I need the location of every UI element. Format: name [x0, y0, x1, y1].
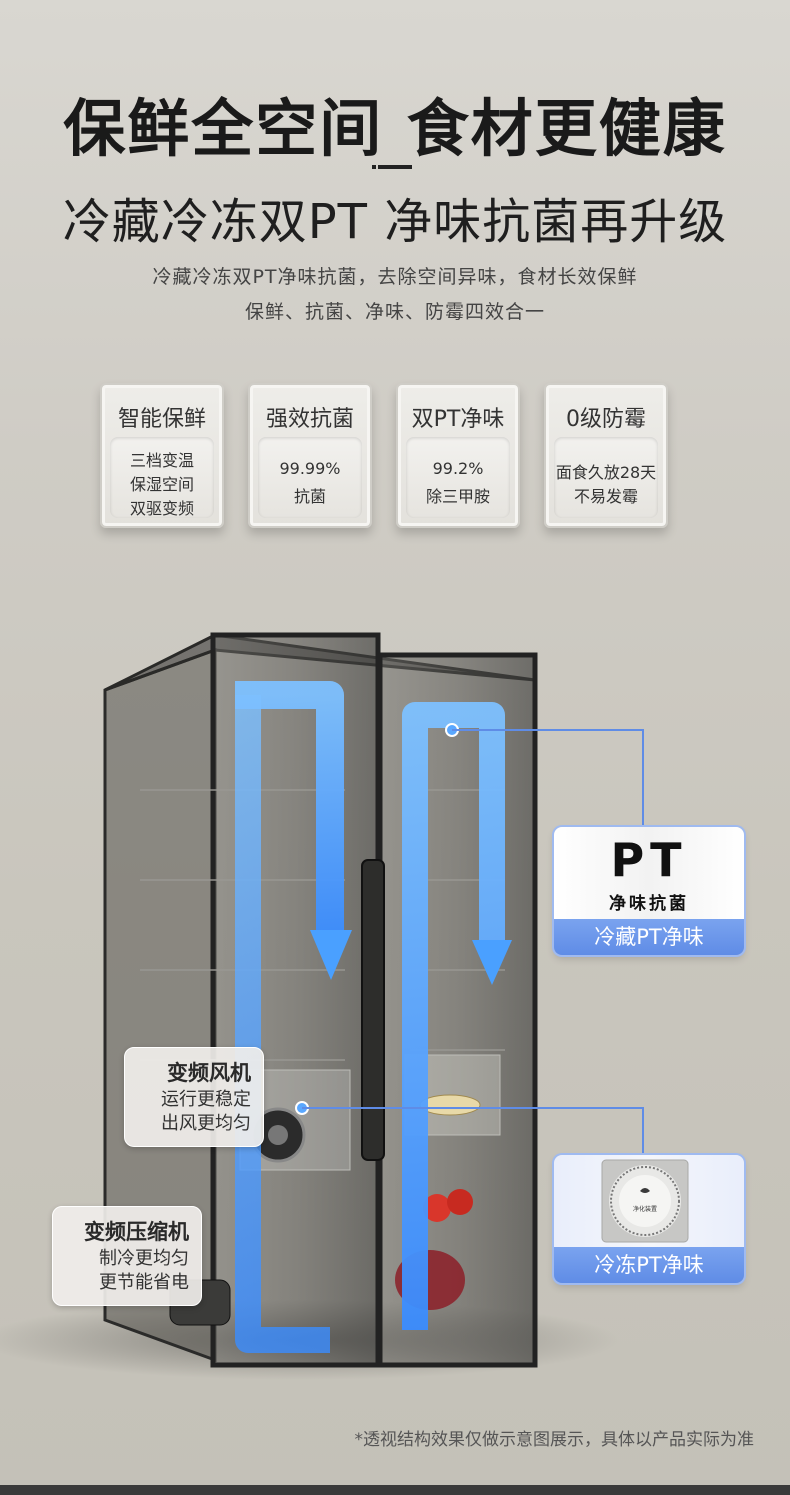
card-line: 三档变温 [129, 451, 194, 470]
feature-card-fresh: 智能保鲜 三档变温 保湿空间 双驱变频 [100, 383, 224, 528]
pt-sub: 净味抗菌 [609, 894, 689, 914]
pt-logo: PT [610, 833, 688, 887]
card-title: 强效抗菌 [265, 407, 354, 432]
purifier-icon: 净化装置 [601, 1159, 689, 1243]
purifier-badge-text: 净化装置 [633, 1205, 657, 1213]
footnote: *透视结构效果仅做示意图展示，具体以产品实际为准 [354, 1430, 755, 1450]
compressor-label: 变频压缩机 制冷更均匀 更节能省电 [52, 1206, 202, 1306]
card-title: 双PT净味 [411, 407, 505, 432]
card-title: 智能保鲜 [117, 407, 206, 432]
card-line: 除三甲胺 [425, 487, 490, 506]
airflow-arrow [310, 930, 352, 980]
pt-fridge-badge: PT 净味抗菌 冷藏PT净味 [554, 827, 744, 955]
feature-card-antibacterial: 强效抗菌 99.99% 抗菌 [248, 383, 372, 528]
pt-freezer-caption: 冷冻PT净味 [554, 1247, 744, 1283]
feature-cards: 智能保鲜 三档变温 保湿空间 双驱变频 强效抗菌 99.99% 抗菌 双PT净味… [100, 383, 670, 528]
feature-card-deodorize: 双PT净味 99.2% 除三甲胺 [396, 383, 520, 528]
compressor-label-line: 更节能省电 [99, 1272, 189, 1293]
pt-fridge-caption: 冷藏PT净味 [554, 919, 744, 955]
bottom-bar [0, 1485, 790, 1495]
card-line: 双驱变频 [129, 499, 194, 518]
card-line: 99.2% [432, 459, 484, 478]
title-divider [378, 165, 412, 169]
card-line: 不易发霉 [573, 487, 638, 506]
page-subtitle: 冷藏冷冻双PT 净味抗菌再升级 [62, 194, 728, 250]
card-title: 0级防霉 [566, 407, 646, 432]
compressor-label-title: 变频压缩机 [84, 1220, 189, 1244]
pt-freezer-badge: 净化装置 冷冻PT净味 [554, 1155, 744, 1283]
title-divider-dot [372, 165, 376, 169]
card-line: 99.99% [279, 459, 341, 478]
food-bowl [419, 1094, 481, 1116]
description-line-2: 保鲜、抗菌、净味、防霉四效合一 [244, 301, 545, 323]
tomato [423, 1194, 451, 1222]
card-line: 面食久放28天 [555, 463, 657, 482]
fan-label: 变频风机 运行更稳定 出风更均匀 [124, 1047, 264, 1147]
airflow-left-top [235, 681, 344, 940]
door-handle [361, 859, 385, 1161]
description-line-1: 冷藏冷冻双PT净味抗菌，去除空间异味，食材长效保鲜 [152, 266, 638, 288]
compressor-label-line: 制冷更均匀 [99, 1248, 189, 1269]
fan-label-line: 运行更稳定 [161, 1089, 251, 1110]
feature-card-antimold: 0级防霉 面食久放28天 不易发霉 [544, 383, 668, 528]
fan-label-title: 变频风机 [167, 1061, 251, 1085]
card-line: 保湿空间 [129, 475, 194, 494]
airflow-right [402, 702, 505, 1330]
fan-label-line: 出风更均匀 [161, 1113, 251, 1134]
card-line: 抗菌 [293, 487, 326, 506]
page-title: 保鲜全空间 食材更健康 [63, 92, 727, 165]
fridge-illustration [0, 632, 644, 1380]
